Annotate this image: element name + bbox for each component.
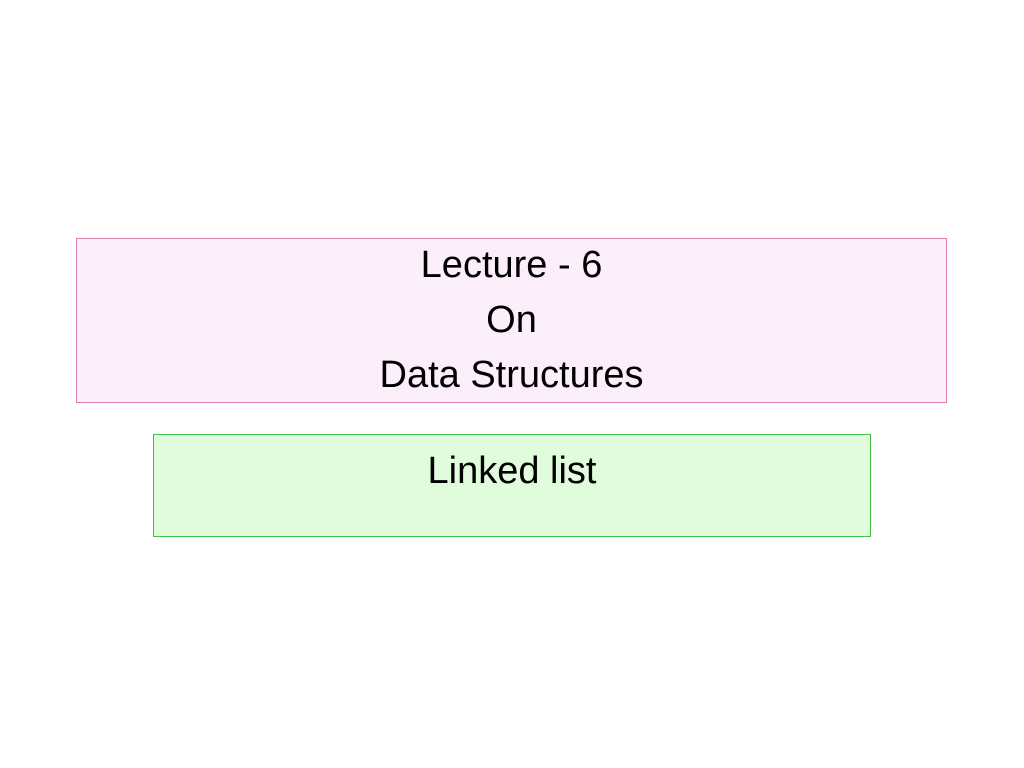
subtitle-box: Linked list bbox=[153, 434, 871, 537]
title-line-1: Lecture - 6 bbox=[420, 244, 603, 286]
title-box: Lecture - 6 On Data Structures bbox=[76, 238, 947, 403]
subtitle-text: Linked list bbox=[427, 450, 597, 492]
title-line-3: Data Structures bbox=[379, 354, 644, 396]
title-line-2: On bbox=[486, 299, 537, 341]
